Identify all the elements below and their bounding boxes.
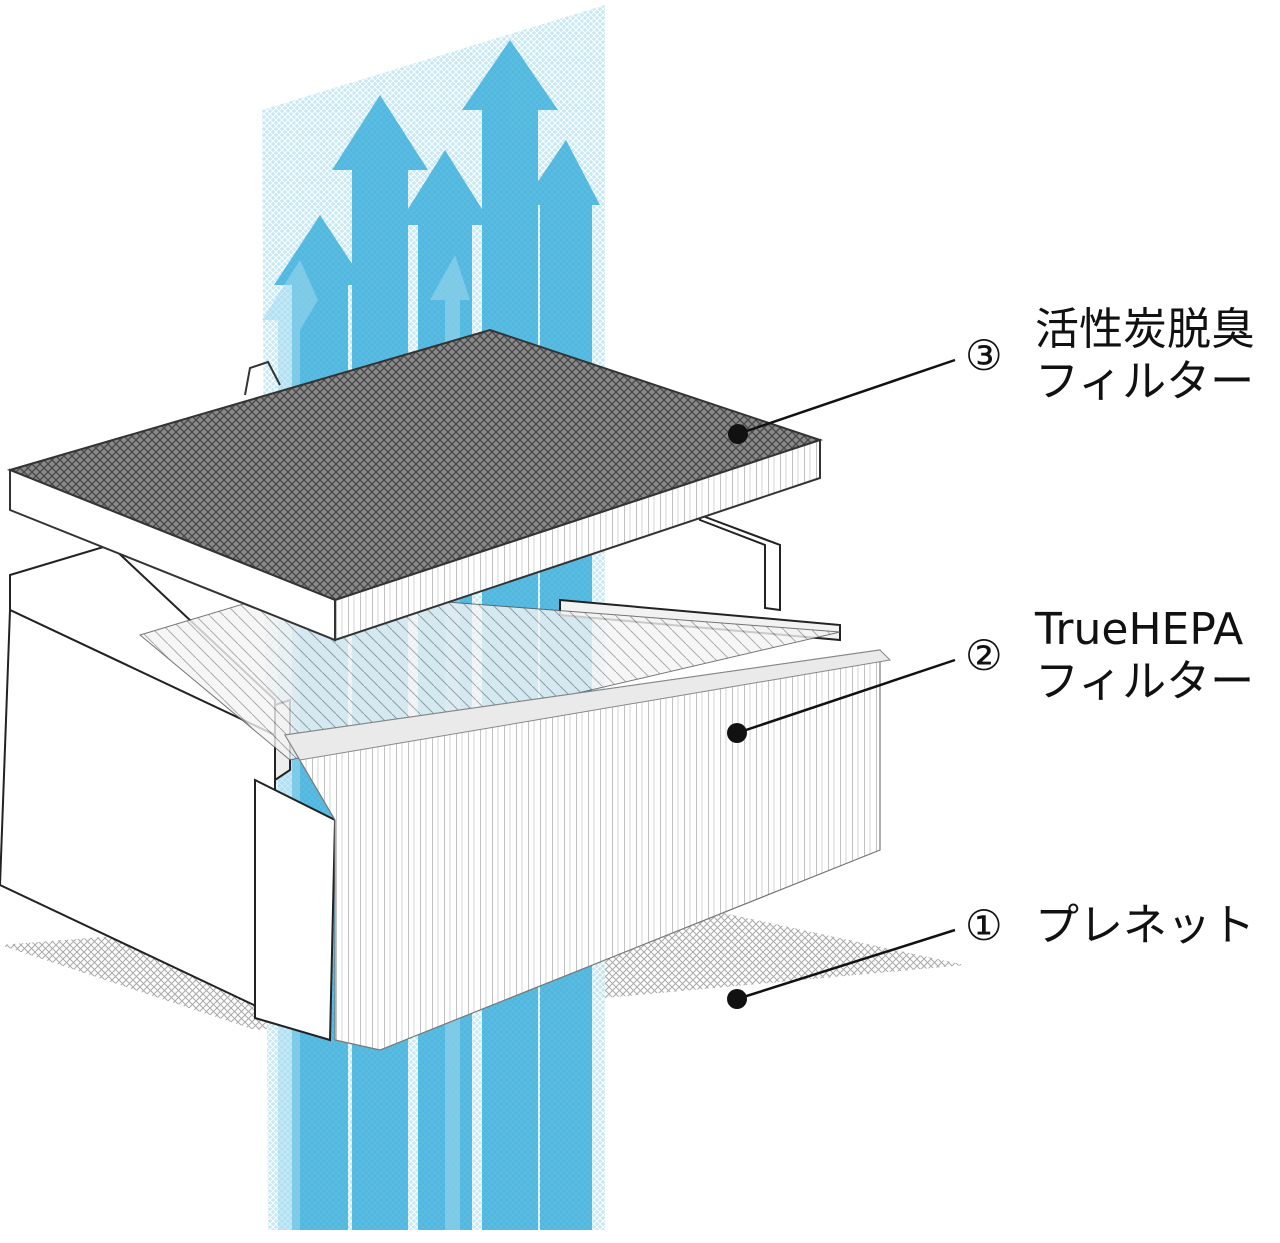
charcoal-line1: 活性炭脱臭	[1035, 304, 1255, 355]
hepa-pleats	[284, 649, 892, 1051]
leader-charcoal	[728, 358, 956, 444]
hepa-line2: フィルター	[1035, 656, 1255, 707]
leader-prenet	[727, 928, 956, 1009]
prenet-line1: プレネット	[1035, 900, 1255, 951]
label-hepa-filter: TrueHEPA ② フィルター	[965, 604, 1254, 708]
leader-hepa	[727, 658, 956, 743]
label-prenet: ① プレネット	[965, 900, 1255, 952]
hepa-line1: TrueHEPA	[1035, 604, 1244, 655]
prenet-number: ①	[965, 901, 1003, 950]
charcoal-filter	[6, 328, 824, 642]
charcoal-number: ③	[965, 331, 1003, 380]
hepa-number: ②	[965, 631, 1003, 680]
label-charcoal-filter: 活性炭脱臭 ③ フィルター	[965, 304, 1255, 408]
charcoal-line2: フィルター	[1035, 356, 1255, 407]
